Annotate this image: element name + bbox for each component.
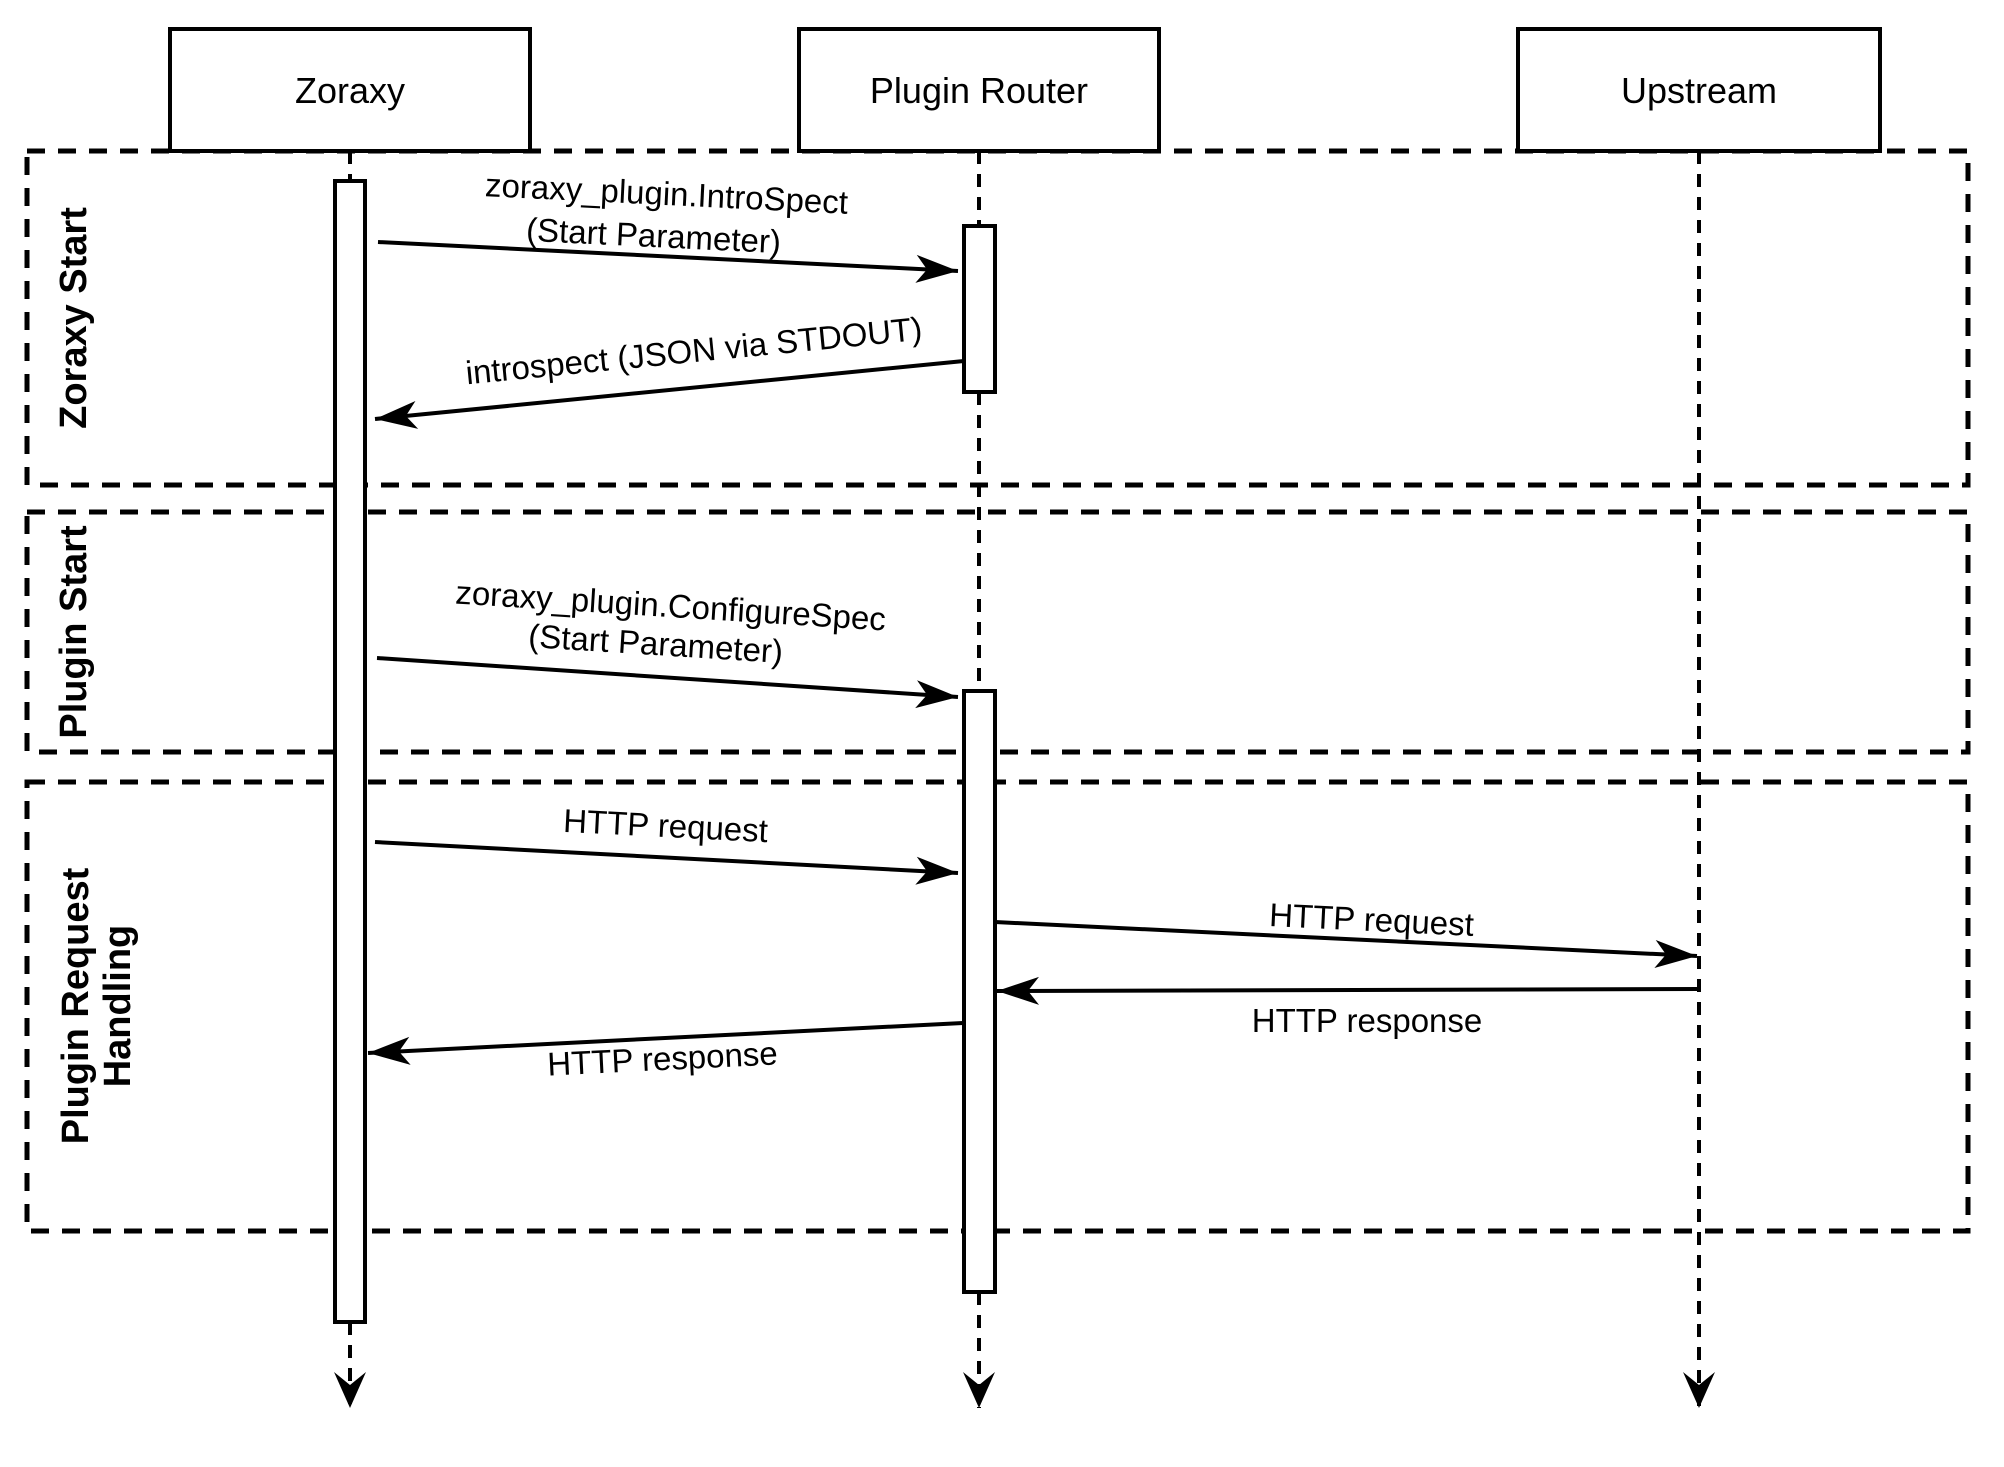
actor-label-zoraxy: Zoraxy	[295, 70, 405, 111]
actor-label-plugin-router: Plugin Router	[870, 70, 1088, 111]
phase-label-plugin-request-handling-line1: Plugin Request	[55, 867, 97, 1144]
message-arrow-http-response-upstream	[996, 976, 1699, 1005]
actor-box-zoraxy	[168, 27, 532, 153]
message-arrow-http-response-zoraxy	[367, 1021, 964, 1065]
phase-label-plugin-request-handling-line2: Handling	[97, 925, 139, 1088]
message-label-http-response-upstream: HTTP response	[1252, 1002, 1482, 1039]
message-arrow-introspect-call	[377, 240, 959, 283]
message-arrow-introspect-return	[374, 359, 965, 429]
activation-bar-plugin-router-2	[962, 689, 997, 1294]
phase-frame-plugin-request-handling	[24, 779, 1971, 1234]
message-arrow-http-request-upstream	[994, 920, 1698, 968]
phase-frame-plugin-start	[24, 509, 1971, 755]
message-label-http-request-zoraxy: HTTP request	[562, 802, 768, 849]
message-arrow-configurespec	[376, 656, 959, 709]
actor-box-plugin-router	[797, 27, 1161, 153]
phase-label-zoraxy-start: Zoraxy Start	[53, 207, 95, 429]
phase-frame-zoraxy-start	[24, 148, 1971, 488]
actor-label-upstream: Upstream	[1621, 70, 1777, 111]
message-arrow-http-request-zoraxy	[374, 840, 959, 885]
activation-bar-zoraxy	[333, 179, 367, 1324]
actor-box-upstream	[1516, 27, 1882, 153]
activation-bar-plugin-router-1	[962, 224, 997, 394]
phase-label-plugin-start: Plugin Start	[53, 525, 95, 739]
message-label-introspect-return: introspect (JSON via STDOUT)	[464, 310, 924, 392]
